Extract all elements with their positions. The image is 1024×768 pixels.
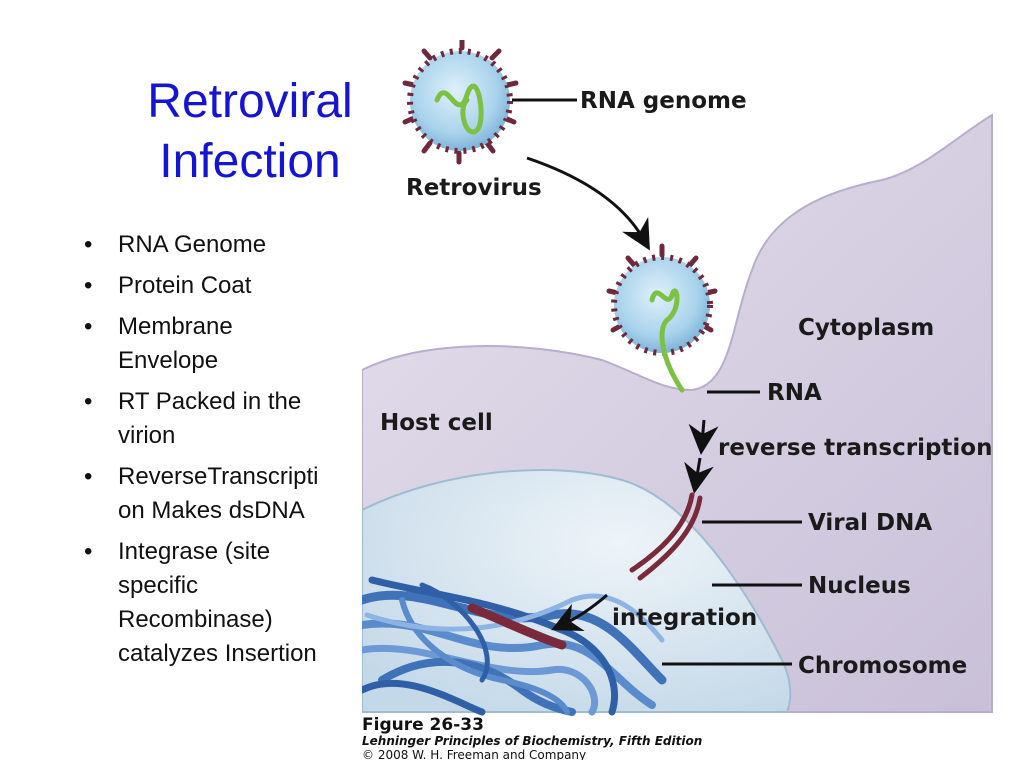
caption-figure-number: Figure 26-33 [362,715,484,735]
rt-arrow-1 [688,419,719,455]
caption-book: Lehninger Principles of Biochemistry, Fi… [362,734,702,748]
bullet-text: Membrane [118,313,233,340]
bullet-text: catalyzes Insertion [118,640,317,667]
label-chromosome: Chromosome [798,653,967,679]
label-nucleus: Nucleus [808,573,911,599]
nucleus [362,469,792,713]
bullet-text: Recombinase) [118,606,273,633]
integration-arrow [551,593,608,631]
entry-arrow [526,156,650,251]
label-rna: RNA [767,380,822,406]
bullet-text: RT Packed in the [118,388,302,415]
label-retrovirus: Retrovirus [406,175,542,201]
bullet-text: RNA Genome [118,231,267,258]
bullet-item: Membrane Envelope [68,310,368,378]
label-reverse-transcription: reverse transcription [718,435,992,461]
bullet-item: Integrase (site specific Recombinase) ca… [68,535,368,671]
bullet-text: Envelope [118,347,219,374]
label-integration: integration [612,605,757,631]
label-viral-dna: Viral DNA [808,510,932,536]
bullet-text: Integrase (site [118,538,271,565]
bullet-item: ReverseTranscripti on Makes dsDNA [68,460,368,528]
bullet-text: specific [118,572,199,599]
bullet-text: Protein Coat [118,272,252,299]
bullet-item: RNA Genome [68,228,368,262]
retrovirus-entering [606,243,718,393]
retroviral-infection-figure: RNA genome Retrovirus Cytoplasm RNA Host… [362,40,993,760]
bullet-item: Protein Coat [68,269,368,303]
integrated-viral-dna [467,603,567,650]
rt-arrow-2 [684,457,714,494]
label-host-cell: Host cell [380,410,493,436]
retrovirus-free [402,40,519,165]
bullet-item: RT Packed in the virion [68,385,368,453]
caption-copyright: © 2008 W. H. Freeman and Company [362,748,586,760]
label-rna-genome: RNA genome [580,88,747,114]
bullet-text: virion [118,422,176,449]
bullet-text: ReverseTranscripti [118,463,319,490]
title-line: Infection [159,135,341,188]
slide-title: Retroviral Infection [120,72,380,192]
viral-dna [629,492,703,581]
bullet-text: on Makes dsDNA [118,497,305,524]
label-cytoplasm: Cytoplasm [798,315,934,341]
title-line: Retroviral [147,75,353,128]
bullet-list: RNA Genome Protein Coat Membrane Envelop… [68,228,368,678]
